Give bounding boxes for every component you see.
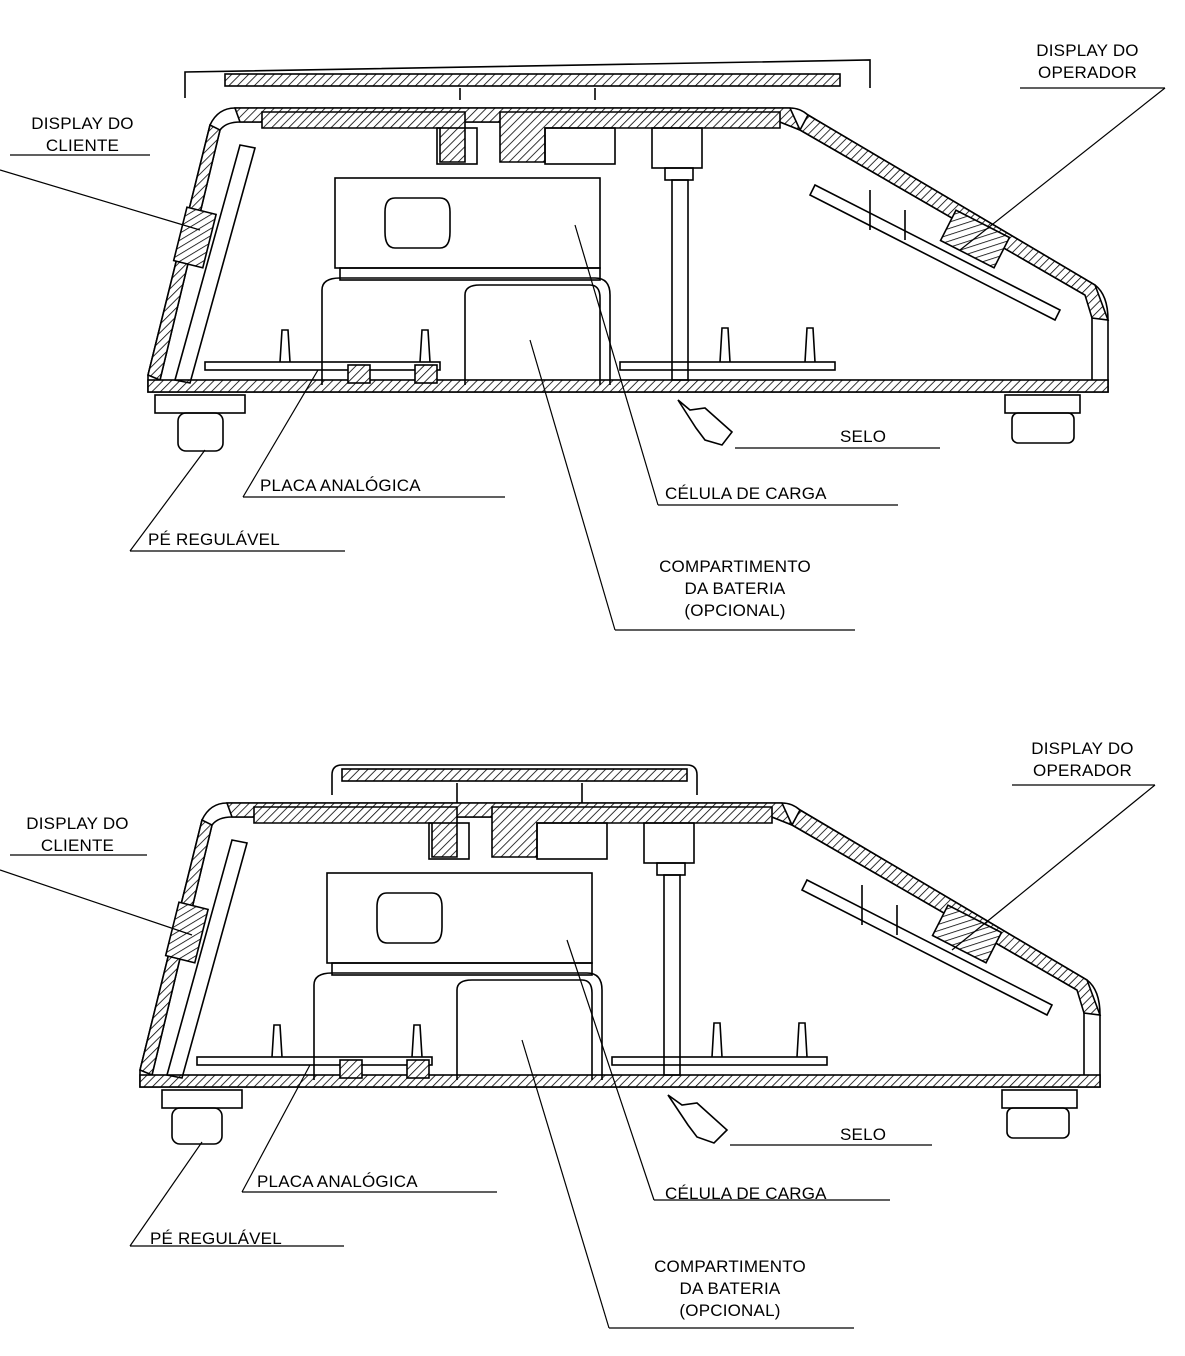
label-line: DA BATERIA [684,579,786,598]
label-adjustable-foot-bottom: PÉ REGULÁVEL [150,1229,282,1248]
label-line: CLIENTE [40,836,115,855]
label-line: DISPLAY DO [1031,739,1134,758]
operator-display [800,878,1054,1017]
housing-outline [147,107,1109,393]
housing-outline [139,802,1101,1088]
label-line: COMPARTIMENTO [659,557,811,576]
label-line: DA BATERIA [679,1279,781,1298]
battery-compartment [313,972,603,1080]
operator-display [808,183,1062,322]
label-operator-display-bottom: DISPLAY DO OPERADOR [1005,738,1160,782]
scale-drawing-bottom [0,764,1156,1329]
client-display [164,839,249,1079]
label-line: DISPLAY DO [1036,41,1139,60]
load-cell [326,872,593,976]
base-plate [139,1074,1101,1088]
label-line: (OPCIONAL) [679,1301,781,1320]
analog-board [196,1024,433,1079]
label-line: DISPLAY DO [26,814,129,833]
leader-lines [0,784,1156,1329]
label-line: CLIENTE [45,136,120,155]
label-battery-bottom: COMPARTIMENTO DA BATERIA (OPCIONAL) [605,1256,855,1322]
label-operator-display-top: DISPLAY DO OPERADOR [1010,40,1165,84]
label-seal-top: SELO [840,427,887,446]
label-load-cell-top: CÉLULA DE CARGA [665,484,827,503]
label-analog-board-bottom: PLACA ANALÓGICA [257,1172,418,1191]
adjustable-foot-left [154,394,246,452]
seal [667,1094,729,1144]
battery-compartment [321,277,611,385]
base-plate [147,379,1109,393]
label-battery-top: COMPARTIMENTO DA BATERIA (OPCIONAL) [610,556,860,622]
label-analog-board-top: PLACA ANALÓGICA [260,476,421,495]
label-client-display-top: DISPLAY DO CLIENTE [5,113,160,157]
label-line: OPERADOR [1038,63,1137,82]
label-line: OPERADOR [1033,761,1132,780]
label-seal-bottom: SELO [840,1125,887,1144]
label-client-display-bottom: DISPLAY DO CLIENTE [0,813,155,857]
adjustable-foot-right [1001,1089,1078,1139]
scale-drawing-top [0,59,1166,631]
weighing-platter [331,764,698,803]
weighing-platter [184,59,871,100]
label-line: (OPCIONAL) [684,601,786,620]
load-cell [334,177,601,281]
analog-board [204,329,441,384]
label-line: COMPARTIMENTO [654,1257,806,1276]
label-line: DISPLAY DO [31,114,134,133]
leader-lines [0,87,1166,631]
label-adjustable-foot-top: PÉ REGULÁVEL [148,530,280,549]
seal [677,399,734,446]
adjustable-foot-right [1004,394,1081,444]
adjustable-foot-left [161,1089,243,1145]
label-load-cell-bottom: CÉLULA DE CARGA [665,1184,827,1203]
client-display [172,144,257,384]
